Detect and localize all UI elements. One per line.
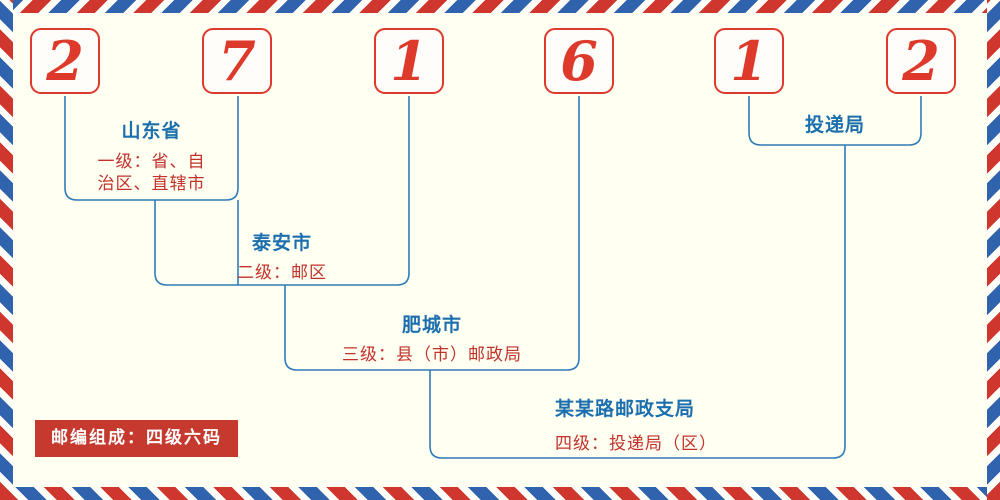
digit-box-3: 1 xyxy=(374,28,444,94)
airmail-border-right xyxy=(987,0,1000,500)
label-level4: 某某路邮政支局 四级：投递局（区） xyxy=(555,394,795,455)
level3-description: 三级：县（市）邮政局 xyxy=(342,345,522,365)
postal-code-composition-badge: 邮编组成：四级六码 xyxy=(35,420,238,457)
airmail-border-top xyxy=(0,0,1000,13)
airmail-border-bottom xyxy=(0,487,1000,500)
digit-4: 6 xyxy=(560,29,598,93)
bracket-level1 xyxy=(64,96,239,201)
bracket-delivery xyxy=(748,96,922,146)
level2-region-name: 泰安市 xyxy=(251,232,312,254)
digit-box-6: 2 xyxy=(886,28,956,94)
level1-region-name: 山东省 xyxy=(121,120,182,142)
level4-description: 四级：投递局（区） xyxy=(555,434,717,454)
digit-3: 1 xyxy=(390,29,428,93)
digit-box-1: 2 xyxy=(30,28,100,94)
delivery-office-name: 投递局 xyxy=(804,114,865,136)
label-level2: 泰安市 二级：邮区 xyxy=(155,228,409,284)
level2-description: 二级：邮区 xyxy=(237,263,327,283)
bracket-level4 xyxy=(429,145,846,459)
level3-region-name: 肥城市 xyxy=(401,314,462,336)
bracket-level2 xyxy=(154,96,410,286)
digit-box-4: 6 xyxy=(544,28,614,94)
level1-description: 一级：省、自治区、直辖市 xyxy=(97,152,206,195)
level4-branch-name: 某某路邮政支局 xyxy=(555,398,696,420)
airmail-border-left xyxy=(0,0,13,500)
label-delivery-office: 投递局 xyxy=(749,110,921,137)
label-level3: 肥城市 三级：县（市）邮政局 xyxy=(285,310,579,366)
bracket-level3 xyxy=(284,96,580,371)
digit-1: 2 xyxy=(46,29,84,93)
digit-box-2: 7 xyxy=(202,28,272,94)
label-level1: 山东省 一级：省、自治区、直辖市 xyxy=(65,116,238,196)
digit-2: 7 xyxy=(218,29,256,93)
digit-5: 1 xyxy=(730,29,768,93)
digit-6: 2 xyxy=(902,29,940,93)
digit-box-5: 1 xyxy=(714,28,784,94)
